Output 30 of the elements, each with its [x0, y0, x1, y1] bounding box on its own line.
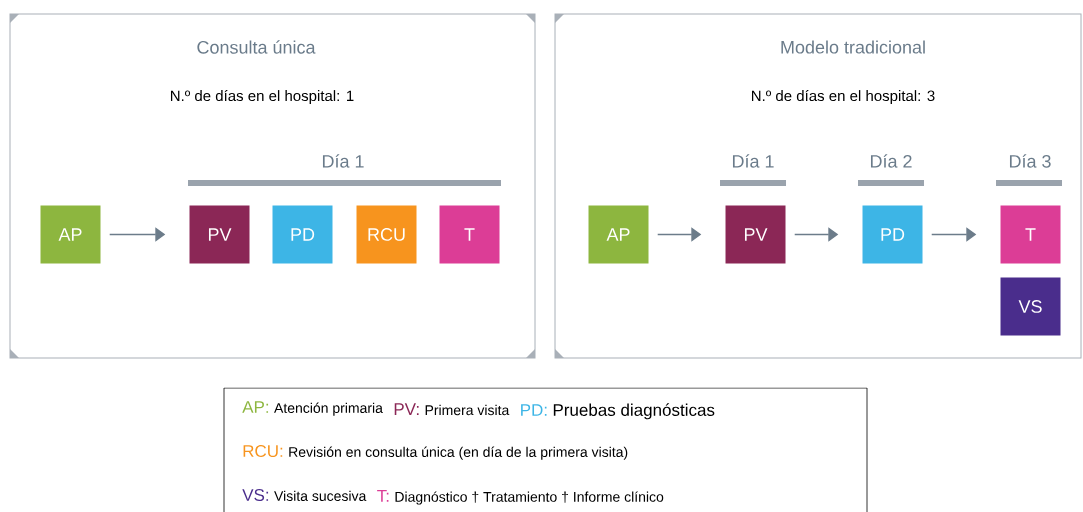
legend-key: RCU:	[243, 445, 283, 458]
panel-title: Consulta única	[197, 40, 316, 54]
stage-box: PV	[189, 205, 250, 264]
legend-key: PD:	[521, 404, 547, 416]
stage-box: AP	[40, 205, 101, 264]
day-label: Día 3	[1010, 154, 1051, 168]
stage-box: PD	[862, 205, 923, 264]
day-label: Día 1	[732, 154, 774, 168]
stage-box: T	[439, 205, 500, 264]
days-count: N.º de días en el hospital: 3	[752, 89, 935, 105]
stage-box: VS	[1000, 277, 1061, 336]
legend-key: PV:	[394, 403, 419, 415]
legend-key: AP:	[242, 401, 269, 413]
legend-text: Primera visita	[425, 404, 510, 416]
stage-box: PD	[272, 205, 333, 264]
legend-text: Diagnóstico † Tratamiento † Informe clínico	[395, 491, 664, 505]
panel-title: Modelo tradicional	[781, 40, 925, 54]
stage-box: AP	[588, 205, 649, 264]
legend-key: VS:	[242, 489, 269, 502]
stage-box: T	[1000, 205, 1061, 264]
days-count: N.º de días en el hospital: 1	[171, 89, 354, 105]
stage-box: PV	[725, 205, 786, 264]
stage-box: RCU	[356, 205, 417, 264]
legend-text: Atención primaria	[274, 402, 383, 416]
legend-key: T:	[377, 490, 389, 502]
legend-text: Revisión en consulta única (en día de la primera visita)	[289, 446, 628, 460]
legend-text: Visita sucesiva	[274, 490, 367, 501]
day-label: Día 1	[322, 154, 364, 168]
day-label: Día 2	[870, 154, 912, 168]
legend-text: Pruebas diagnósticas	[553, 403, 715, 420]
